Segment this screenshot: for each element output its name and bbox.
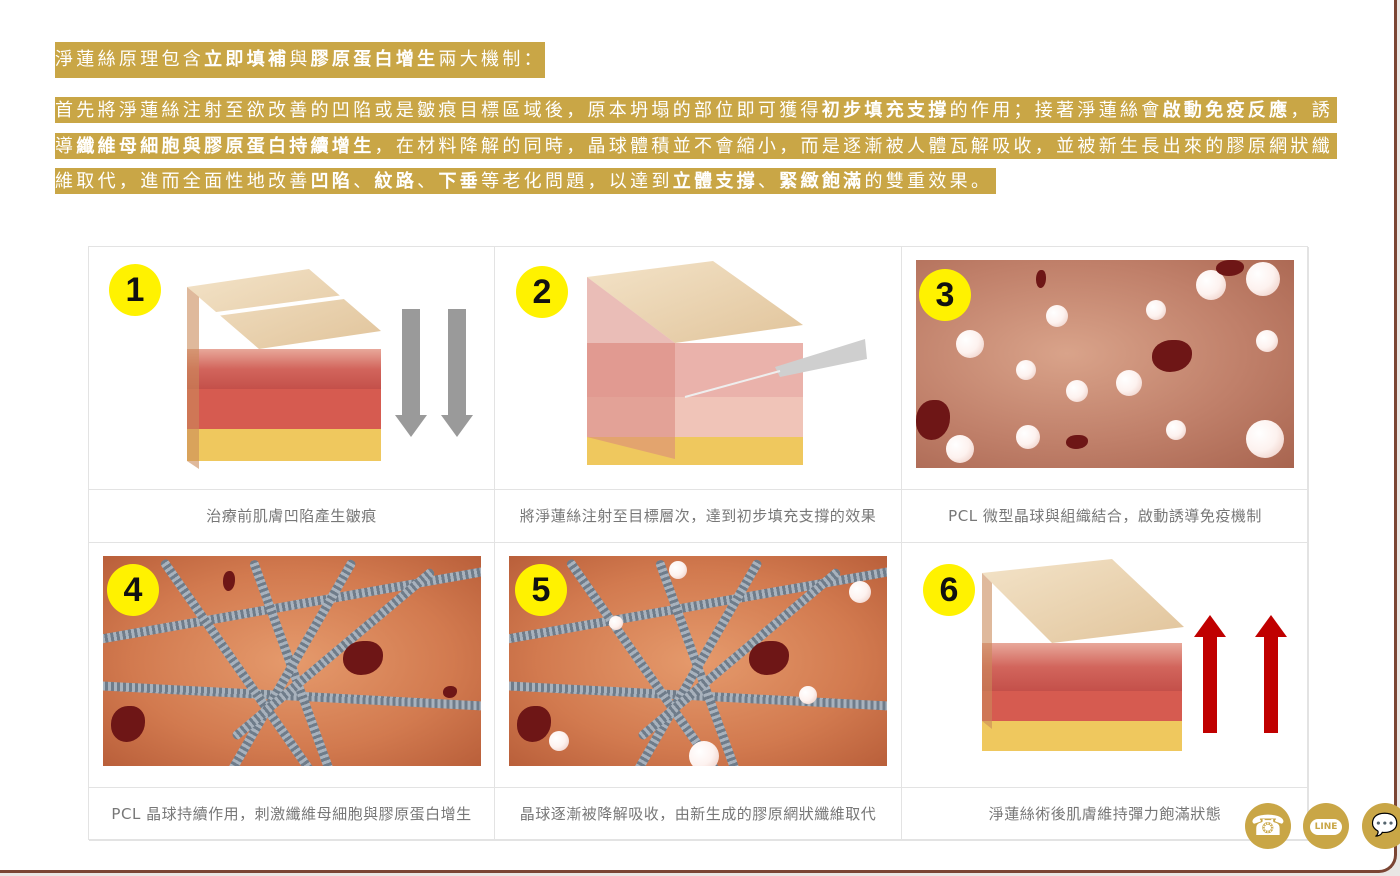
phone-button[interactable]: ☎ xyxy=(1245,803,1291,849)
emphasis-text: 膠原蛋白增生 xyxy=(310,49,439,70)
step-badge: 6 xyxy=(923,564,975,616)
body-text: 首先將淨蓮絲注射至欲改善的凹陷或是皺痕目標區域後，原本坍塌的部位即可獲得 xyxy=(55,100,822,121)
body-text: 、 xyxy=(757,171,780,192)
step-3-image: 3 xyxy=(902,247,1309,490)
tissue-microspheres-illustration xyxy=(916,260,1294,468)
step-badge: 5 xyxy=(515,564,567,616)
intro-paragraph: 首先將淨蓮絲注射至欲改善的凹陷或是皺痕目標區域後，原本坍塌的部位即可獲得初步填充… xyxy=(55,93,1350,200)
step-1-caption: 治療前肌膚凹陷產生皺痕 xyxy=(89,490,495,543)
step-2-caption: 將淨蓮絲注射至目標層次，達到初步填充支撐的效果 xyxy=(495,490,902,543)
body-text: 的雙重效果。 xyxy=(864,171,993,192)
tissue-collagen-fibers-illustration xyxy=(103,556,481,766)
phone-icon: ☎ xyxy=(1250,809,1286,842)
emphasis-text: 凹陷 xyxy=(310,171,354,192)
title-text: 淨蓮絲原理包含立即填補與膠原蛋白增生兩大機制： xyxy=(55,42,545,78)
wechat-icon: 💬 xyxy=(1371,813,1399,838)
emphasis-text: 立即填補 xyxy=(204,49,290,70)
steps-grid: 1 2 xyxy=(88,246,1309,841)
step-3-caption: PCL 微型晶球與組織結合，啟動誘導免疫機制 xyxy=(902,490,1309,543)
step-badge: 2 xyxy=(516,266,568,318)
skin-block-creased-illustration xyxy=(187,269,473,469)
body-text: 等老化問題，以達到 xyxy=(481,171,673,192)
body-text: 、 xyxy=(353,171,375,192)
body-text: 、 xyxy=(417,171,439,192)
skin-block-restored-illustration xyxy=(982,559,1287,751)
body-text: 與 xyxy=(289,49,311,70)
intro-title: 淨蓮絲原理包含立即填補與膠原蛋白增生兩大機制： xyxy=(55,42,549,78)
line-icon: LINE xyxy=(1309,818,1343,835)
wechat-button[interactable]: 💬 xyxy=(1362,803,1400,849)
emphasis-text: 初步填充支撐 xyxy=(821,100,950,121)
step-badge: 3 xyxy=(919,269,971,321)
skin-block-injection-illustration xyxy=(587,261,867,465)
step-6-image: 6 xyxy=(902,543,1309,788)
body-text: 兩大機制： xyxy=(438,49,545,70)
body-text: ，在材料降解的同時，晶球體積並不會縮小，而是逐漸被人體瓦解吸收，並被新生長出來的… xyxy=(55,135,1334,193)
step-badge: 1 xyxy=(109,264,161,316)
step-5-caption: 晶球逐漸被降解吸收，由新生成的膠原網狀纖維取代 xyxy=(495,788,902,841)
emphasis-text: 紋路 xyxy=(374,171,418,192)
emphasis-text: 纖維母細胞與膠原蛋白持續增生 xyxy=(76,135,375,157)
step-5-image: 5 xyxy=(495,543,902,788)
step-4-caption: PCL 晶球持續作用，刺激纖維母細胞與膠原蛋白增生 xyxy=(89,788,495,841)
body-text: ，誘導 xyxy=(55,100,1334,157)
line-button[interactable]: LINE xyxy=(1303,803,1349,849)
para-text: 首先將淨蓮絲注射至欲改善的凹陷或是皺痕目標區域後，原本坍塌的部位即可獲得初步填充… xyxy=(55,97,1338,194)
emphasis-text: 啟動免疫反應 xyxy=(1162,100,1291,121)
emphasis-text: 下垂 xyxy=(438,171,482,192)
step-1-image: 1 xyxy=(89,247,495,490)
tissue-fibers-microspheres-illustration xyxy=(509,556,887,766)
body-text: 淨蓮絲原理包含 xyxy=(55,49,205,70)
step-4-image: 4 xyxy=(89,543,495,788)
body-text: 的作用；接著淨蓮絲會 xyxy=(949,100,1163,121)
emphasis-text: 立體支撐 xyxy=(672,171,758,192)
emphasis-text: 緊緻飽滿 xyxy=(779,171,865,192)
step-2-image: 2 xyxy=(495,247,902,490)
step-badge: 4 xyxy=(107,564,159,616)
